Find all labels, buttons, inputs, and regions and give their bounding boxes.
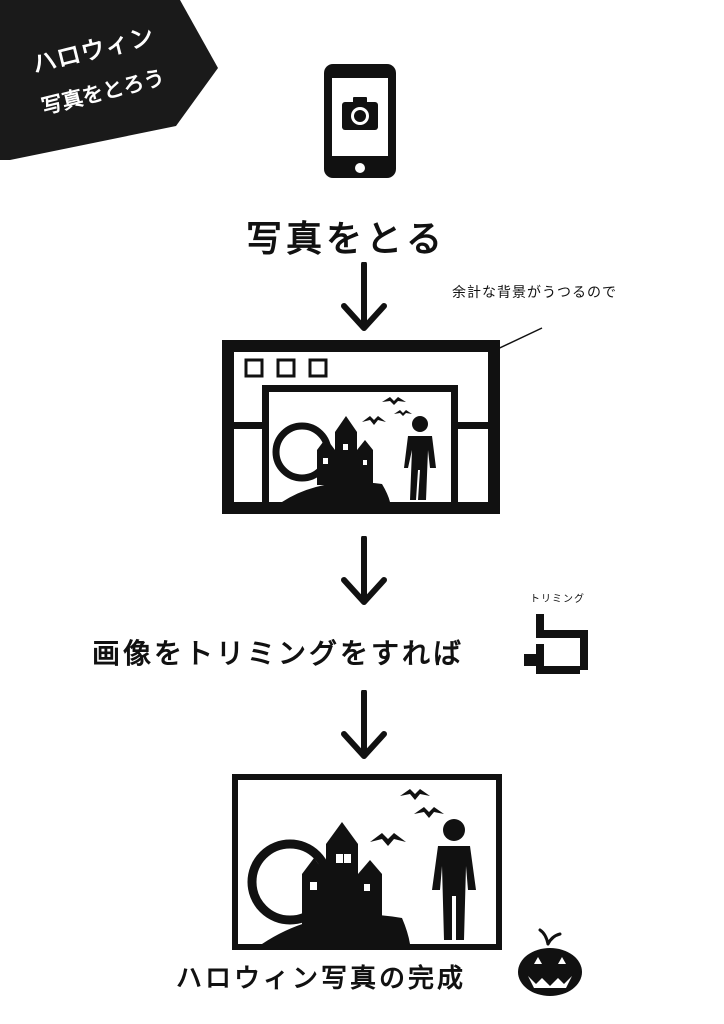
down-arrow-icon	[338, 689, 390, 766]
badge-shape	[0, 0, 218, 160]
jack-o-lantern-icon	[512, 924, 588, 1004]
step-complete: ハロウィン写真の完成	[176, 964, 467, 994]
trim-icon-label: トリミング	[530, 594, 585, 605]
down-arrow-icon	[338, 535, 390, 612]
down-arrow-icon	[338, 261, 390, 338]
trimmed-photo	[232, 774, 502, 954]
smartphone-camera-icon	[322, 62, 398, 184]
corner-badge: ハロウィン 写真をとろう	[0, 0, 220, 160]
crop-icon	[520, 608, 592, 684]
step-take-photo: 写真をとる	[246, 219, 447, 260]
background-note: 余計な背景がうつるので	[452, 285, 617, 301]
photo-with-background	[222, 340, 500, 518]
step-trim-instruction: 画像をトリミングをすれば	[92, 637, 465, 670]
